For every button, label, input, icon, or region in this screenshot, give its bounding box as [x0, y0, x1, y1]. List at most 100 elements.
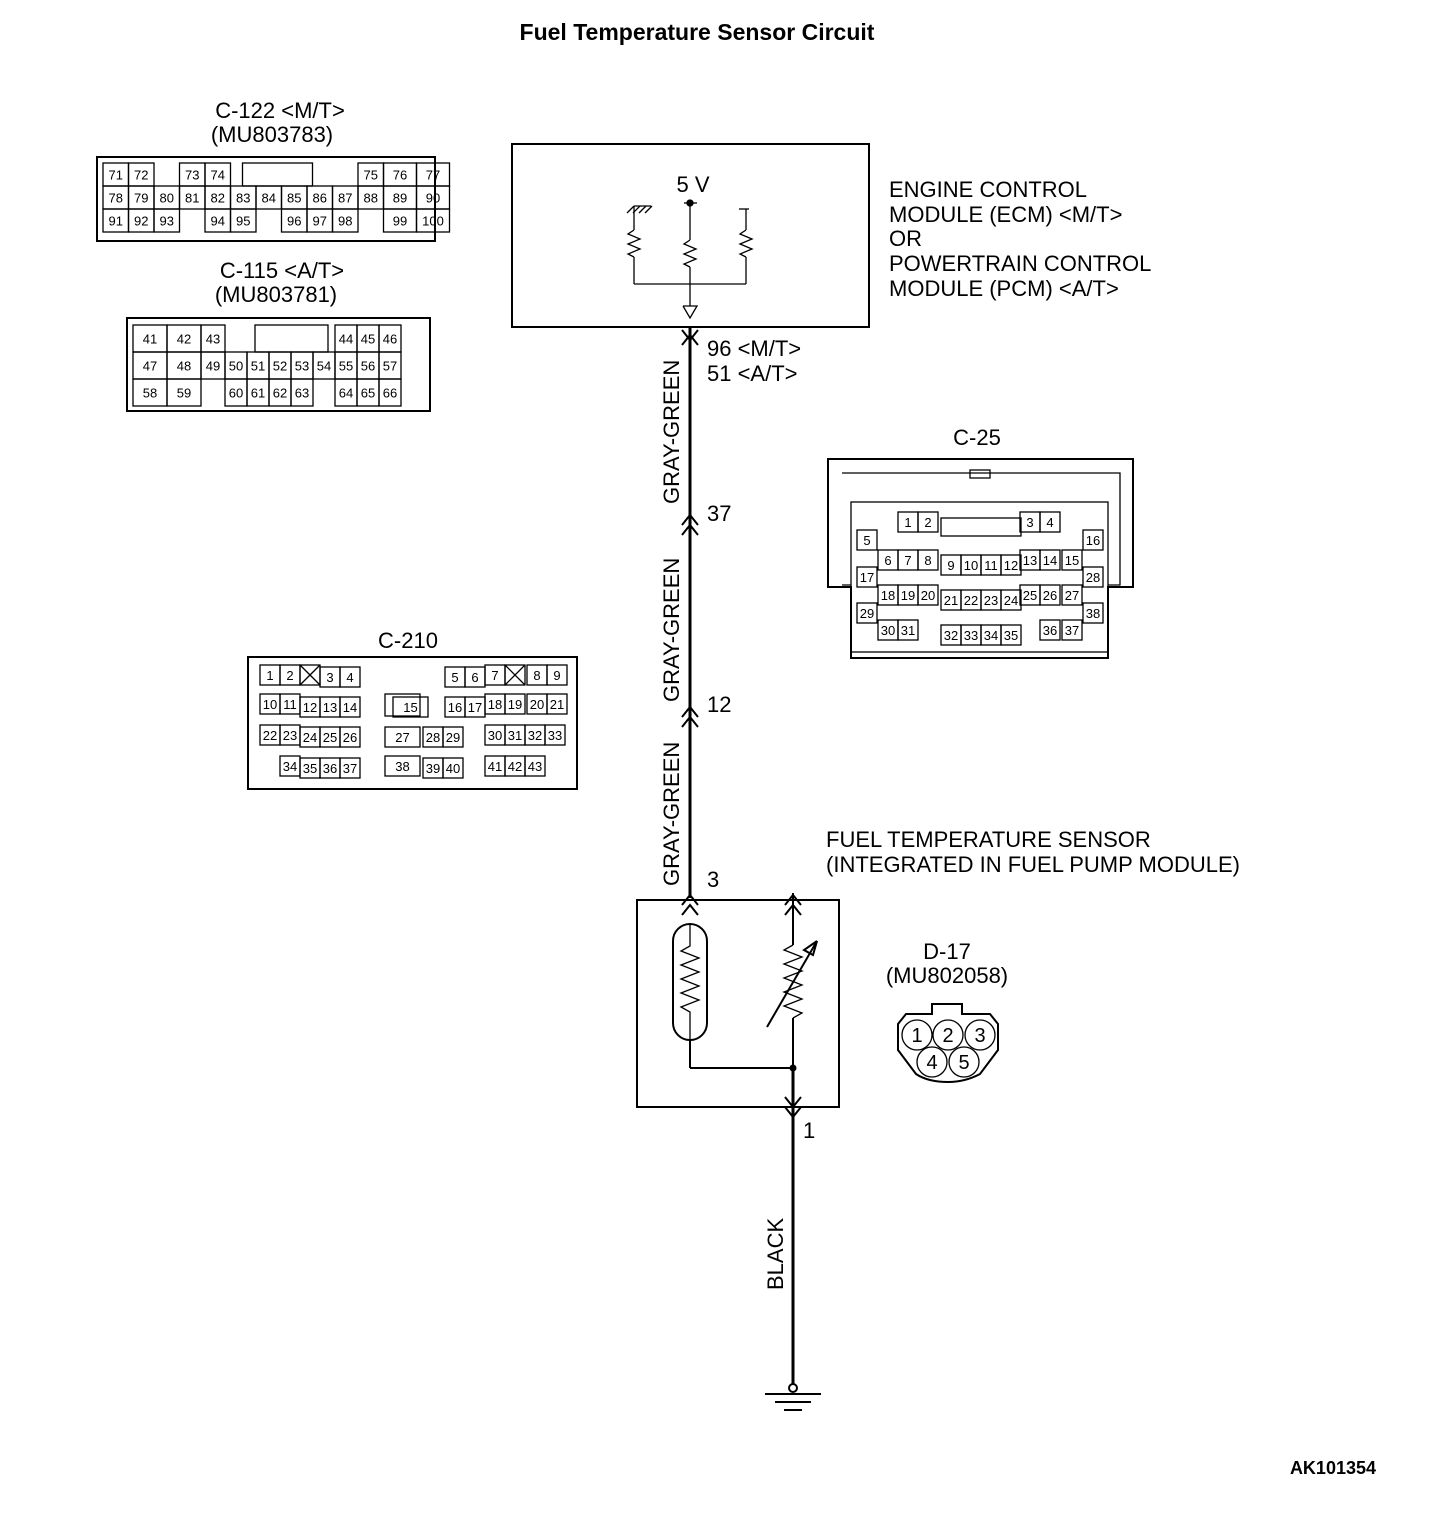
connector-c25-pin: 38: [1086, 606, 1100, 621]
connector-c115-pin: 57: [383, 359, 397, 374]
connector-c210-pin: 21: [550, 697, 564, 712]
connector-c25-pin: 22: [964, 593, 978, 608]
connector-c115-pin: 44: [339, 332, 353, 347]
connector-c210-pin: 1: [266, 668, 273, 683]
ecm-name-line-4: POWERTRAIN CONTROL: [889, 251, 1151, 276]
connector-c25-pin: 37: [1065, 623, 1079, 638]
connector-c210-pin: 36: [323, 761, 337, 776]
connector-c115-pin: 48: [177, 359, 191, 374]
connector-c115-name: C-115 <A/T>: [220, 258, 344, 283]
connector-c210-pin: 26: [343, 730, 357, 745]
junction-12-label: 12: [707, 692, 731, 717]
connector-c210-pin: 9: [553, 668, 560, 683]
fuel-temperature-sensor: FUEL TEMPERATURE SENSOR (INTEGRATED IN F…: [636, 827, 1240, 1384]
connector-c115-pin: 62: [273, 386, 287, 401]
connector-c115-pin: 64: [339, 386, 353, 401]
connector-c25-pin: 31: [901, 623, 915, 638]
connector-c25-pin: 29: [860, 606, 874, 621]
connector-c210-pin: 19: [508, 697, 522, 712]
connector-c115-pin: 51: [251, 359, 265, 374]
connector-c25-pin: 36: [1043, 623, 1057, 638]
connector-c25-pin: 25: [1023, 588, 1037, 603]
connector-c210-pin: 31: [508, 728, 522, 743]
ecm-name-line-5: MODULE (PCM) <A/T>: [889, 276, 1119, 301]
ecm-terminal-at: 51 <A/T>: [707, 361, 798, 386]
connector-c210-pin: 32: [528, 728, 542, 743]
connector-c210-pin: 10: [263, 697, 277, 712]
ecm-name-line-1: ENGINE CONTROL: [889, 177, 1087, 202]
wire-4-color: BLACK: [763, 1218, 788, 1290]
connector-c122-pin: 96: [287, 214, 301, 229]
connector-c122-pin: 81: [185, 191, 199, 206]
ecm-name-line-3: OR: [889, 226, 922, 251]
connector-c210-pin: 3: [326, 670, 333, 685]
connector-c25-pin: 26: [1043, 588, 1057, 603]
connector-c210-pin: 41: [488, 759, 502, 774]
connector-c122-pin: 93: [160, 214, 174, 229]
connector-c115-pin: 66: [383, 386, 397, 401]
connector-c122-pin: 92: [134, 214, 148, 229]
connector-c122-pin: 86: [313, 191, 327, 206]
connector-c122-pin: 82: [211, 191, 225, 206]
connector-c25-pin: 3: [1026, 515, 1033, 530]
connector-c210-pin: 22: [263, 728, 277, 743]
connector-c115-pin: 55: [339, 359, 353, 374]
connector-c115-pin: 46: [383, 332, 397, 347]
connector-c25-pin: 11: [984, 558, 998, 573]
connector-d17-pin: 4: [926, 1052, 937, 1074]
connector-c210-pin: 34: [283, 759, 297, 774]
connector-c122-pin: 94: [211, 214, 225, 229]
connector-c25-pin: 15: [1065, 553, 1079, 568]
figure-id: AK101354: [1290, 1458, 1376, 1478]
connector-c210-pin: 38: [395, 759, 409, 774]
ecm-name-line-2: MODULE (ECM) <M/T>: [889, 202, 1122, 227]
connector-c122-pin: 73: [185, 168, 199, 183]
connector-d17-pin: 3: [974, 1025, 985, 1047]
connector-d17-name: D-17: [923, 939, 971, 964]
connector-c210-pin: 2: [286, 668, 293, 683]
connector-c210-pin: 23: [283, 728, 297, 743]
ground-icon: [765, 1383, 821, 1411]
connector-c25-pin: 12: [1004, 558, 1018, 573]
connector-c210-pin: 4: [346, 670, 353, 685]
connector-c25-pin: 5: [863, 533, 870, 548]
connector-c115-pin: 53: [295, 359, 309, 374]
junction-37-label: 37: [707, 501, 731, 526]
connector-c210-pin: 28: [426, 730, 440, 745]
connector-c210-pin: 24: [303, 730, 317, 745]
connector-c115-pin: 43: [206, 332, 220, 347]
connector-c122-pin: 71: [109, 168, 123, 183]
connector-c115-pin: 56: [361, 359, 375, 374]
connector-c122-pin: 76: [393, 168, 407, 183]
connector-c115-pin: 63: [295, 386, 309, 401]
connector-c210-pin: 43: [528, 759, 542, 774]
connector-c25-pin: 27: [1065, 588, 1079, 603]
connector-c25-pin: 24: [1004, 593, 1018, 608]
ecm-terminal-mt: 96 <M/T>: [707, 336, 801, 361]
connector-c210-pin: 15: [403, 700, 417, 715]
connector-c210-pin: 40: [446, 761, 460, 776]
connector-c115-pin: 60: [229, 386, 243, 401]
connector-c25-pin: 20: [921, 588, 935, 603]
connector-c25-pin: 14: [1043, 553, 1057, 568]
sensor-name-line-2: (INTEGRATED IN FUEL PUMP MODULE): [826, 852, 1240, 877]
connector-c210-pin: 8: [533, 668, 540, 683]
connector-c25-pin: 32: [944, 628, 958, 643]
connector-c122-pin: 99: [393, 214, 407, 229]
connector-c25-pin: 21: [944, 593, 958, 608]
connector-c122-pin: 72: [134, 168, 148, 183]
connector-c25-pin: 13: [1023, 553, 1037, 568]
connector-c25-pin: 34: [984, 628, 998, 643]
connector-c210-pin: 5: [451, 670, 458, 685]
connector-c25-pin: 6: [884, 553, 891, 568]
connector-c210-pin: 17: [468, 700, 482, 715]
connector-c25-pin: 17: [860, 570, 874, 585]
connector-c122-name: C-122 <M/T>: [215, 98, 345, 123]
connector-c25-pin: 7: [904, 553, 911, 568]
connector-c25-pin: 1: [904, 515, 911, 530]
